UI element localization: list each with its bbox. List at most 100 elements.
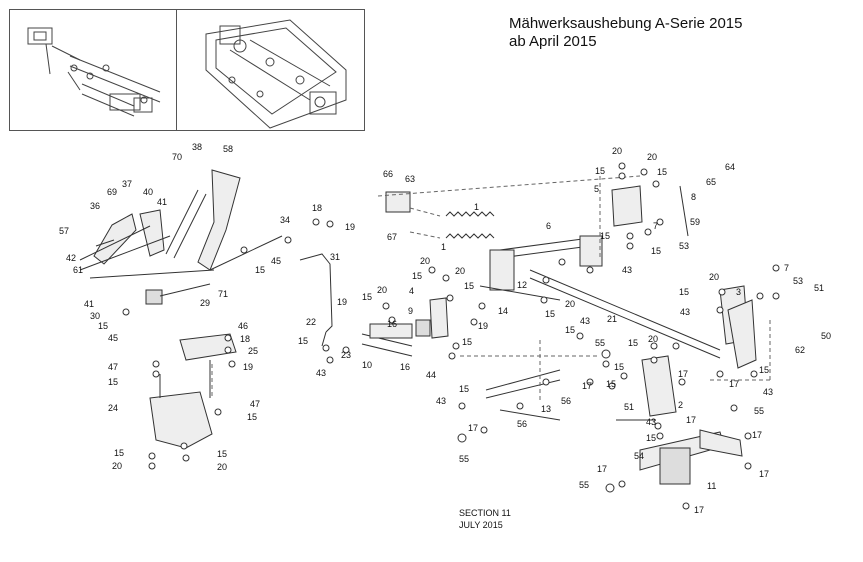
part-number-callout: 15 [98,321,109,331]
deck-bracket-assembly [149,333,237,449]
lift-rod [299,253,333,347]
part-number-callout: 15 [255,265,266,275]
part-number-callout: 65 [706,177,717,187]
part-number-callout: 15 [657,167,668,177]
part-number-callout: 20 [377,285,388,295]
assembly-guide-lines [211,175,771,400]
part-number-callout: 44 [426,370,437,380]
part-number-callout: 15 [362,292,373,302]
part-number-callout: 15 [565,325,576,335]
center-links [361,285,561,421]
part-number-callout: 17 [468,423,479,433]
part-number-callout: 19 [337,297,348,307]
part-number-callout: 55 [459,454,470,464]
part-number-callout: 15 [651,246,662,256]
part-number-callout: 15 [114,448,125,458]
part-number-callout: 6 [546,221,552,231]
part-number-callout: 61 [73,265,84,275]
part-number-callout: 17 [729,379,740,389]
part-number-callout: 20 [217,462,228,472]
part-number-callout: 20 [565,299,576,309]
part-number-callout: 18 [312,203,323,213]
part-number-callout: 67 [387,232,398,242]
title-line-1: Mähwerksaushebung A-Serie 2015 [509,15,743,32]
part-number-callout: 15 [298,336,309,346]
linkage-overview-drawing [27,27,161,117]
part-number-callout: 15 [247,412,258,422]
frame-overview-drawing [205,19,347,129]
section-footer: SECTION 11 JULY 2015 [459,507,511,531]
part-number-callout: 9 [408,306,414,316]
part-number-callout: 31 [330,252,341,262]
part-number-callout: 1 [441,242,447,252]
part-number-callout: 45 [108,333,119,343]
part-number-callout: 15 [679,287,690,297]
part-number-callout: 38 [192,142,203,152]
part-number-callout: 19 [243,362,254,372]
part-number-callout: 20 [709,272,720,282]
part-number-callout: 18 [240,334,251,344]
lift-shaft [489,235,721,359]
pedal-assembly [79,169,283,305]
part-number-callout: 64 [725,162,736,172]
footer-section: SECTION 11 [459,508,511,518]
part-number-callout: 15 [595,166,606,176]
part-number-callout: 55 [754,406,765,416]
part-number-callout: 66 [383,169,394,179]
part-number-callout: 53 [793,276,804,286]
part-number-callout: 20 [612,146,623,156]
part-number-callout: 15 [614,362,625,372]
part-number-callout: 17 [752,430,763,440]
lift-springs [385,191,495,239]
part-number-callout: 41 [157,197,168,207]
diagram-title: Mähwerksaushebung A-Serie 2015 ab April … [509,15,742,51]
part-number-callout: 15 [646,433,657,443]
part-number-callout: 51 [624,402,635,412]
part-number-callout: 20 [455,266,466,276]
part-number-callout: 46 [238,321,249,331]
part-number-callout: 40 [143,187,154,197]
part-number-callout: 17 [597,464,608,474]
part-number-callout: 43 [316,368,327,378]
part-number-callout: 12 [517,280,528,290]
part-number-callout: 53 [679,241,690,251]
part-number-callout: 15 [459,384,470,394]
part-number-callout: 47 [108,362,119,372]
part-number-callout: 45 [271,256,282,266]
part-number-callout: 56 [517,419,528,429]
part-number-callout: 2 [678,400,684,410]
part-number-callout: 56 [561,396,572,406]
part-number-callout: 22 [306,317,317,327]
rear-hitch-assembly [616,355,743,485]
part-number-callout: 29 [200,298,211,308]
part-number-callout: 71 [218,289,229,299]
part-number-callout: 25 [248,346,259,356]
part-number-callout: 5 [594,184,600,194]
part-number-callout: 7 [653,221,659,231]
part-number-callout: 15 [462,337,473,347]
part-number-callout: 20 [112,461,123,471]
part-number-callout: 36 [90,201,101,211]
part-number-callout: 1 [474,202,480,212]
part-number-callout: 11 [707,481,717,491]
part-number-callout: 50 [821,331,832,341]
part-number-callout: 3 [736,287,742,297]
part-number-callout: 47 [250,399,261,409]
part-number-callout: 15 [759,365,770,375]
part-number-callout: 55 [579,480,590,490]
part-number-callout: 17 [759,469,770,479]
part-number-callout: 17 [686,415,697,425]
part-number-callout: 4 [409,286,415,296]
part-number-callout: 43 [680,307,691,317]
part-number-callout: 43 [763,387,774,397]
part-number-callout: 15 [464,281,475,291]
part-number-callout: 17 [678,369,689,379]
thumbnail-divider [176,10,177,130]
part-number-callout: 15 [606,379,617,389]
part-number-callout: 15 [628,338,639,348]
part-number-callout: 20 [648,334,659,344]
part-number-callout: 10 [362,360,373,370]
part-number-callout: 19 [345,222,356,232]
